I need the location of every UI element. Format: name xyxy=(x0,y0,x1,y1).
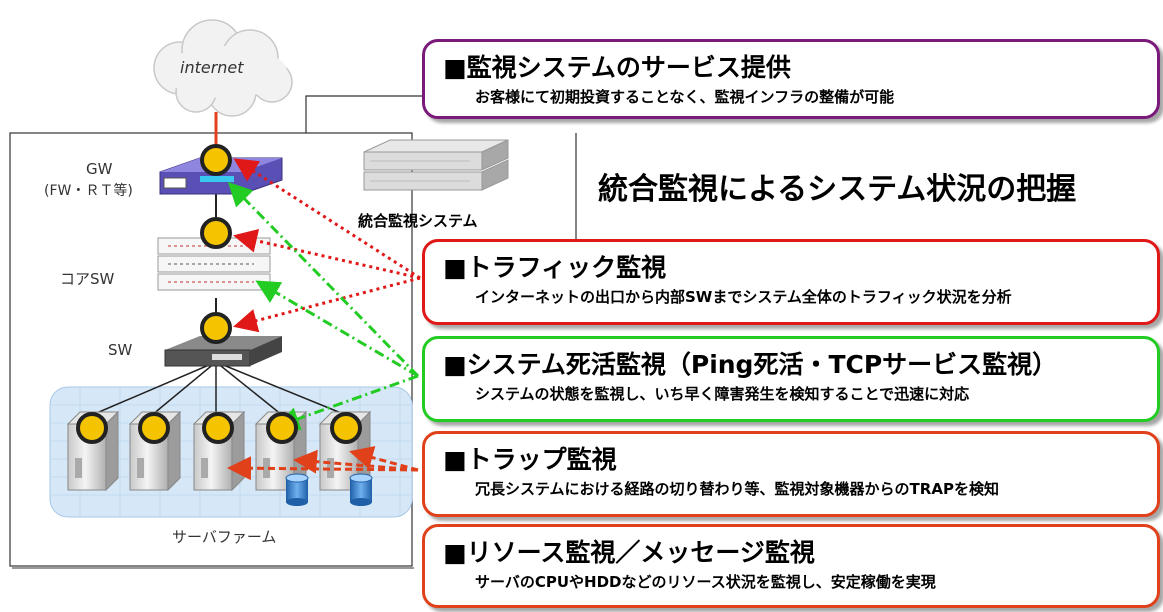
panel-title: ■リソース監視／メッセージ監視 xyxy=(443,538,815,567)
server-farm-label: サーバファーム xyxy=(172,528,277,546)
sw-device xyxy=(164,336,282,367)
core-sw-label: コアSW xyxy=(60,270,115,288)
internet-label: internet xyxy=(180,58,244,77)
traffic-arrows xyxy=(233,158,421,333)
sw-label: SW xyxy=(108,341,133,359)
monitor-point-icon xyxy=(76,144,362,444)
panel-service: ■監視システムのサービス提供 お客様にて初期投資することなく、監視インフラの整備… xyxy=(422,39,1160,119)
panel-trap: ■トラップ監視 冗長システムにおける経路の切り替わり等、監視対象機器からのTRA… xyxy=(422,431,1160,517)
panel-title: ■トラフィック監視 xyxy=(443,253,667,282)
server-links xyxy=(91,361,347,416)
headline: 統合監視によるシステム状況の把握 xyxy=(598,172,1077,207)
trap-arrows xyxy=(227,445,419,481)
panel-desc: インターネットの出口から内部SWまでシステム全体のトラフィック状況を分析 xyxy=(475,288,1012,306)
alive-arrows xyxy=(227,181,420,431)
database-icon xyxy=(349,473,373,506)
panel-title: ■監視システムのサービス提供 xyxy=(443,53,791,82)
panel-alive: ■システム死活監視（Ping死活・TCPサービス監視） システムの状態を監視し、… xyxy=(422,336,1160,422)
gw-label: GW xyxy=(86,160,113,178)
monitor-server xyxy=(363,139,509,191)
panel-desc: システムの状態を監視し、いち早く障害発生を検知することで迅速に対応 xyxy=(475,385,970,403)
monitor-frame xyxy=(305,95,422,133)
panel-desc: お客様にて初期投資することなく、監視インフラの整備が可能 xyxy=(475,88,895,106)
panel-desc: 冗長システムにおける経路の切り替わり等、監視対象機器からのTRAPを検知 xyxy=(475,480,999,498)
panel-resource: ■リソース監視／メッセージ監視 サーバのCPUやHDDなどのリソース状況を監視し… xyxy=(422,524,1160,608)
panel-traffic: ■トラフィック監視 インターネットの出口から内部SWまでシステム全体のトラフィッ… xyxy=(422,239,1160,325)
panel-title: ■システム死活監視（Ping死活・TCPサービス監視） xyxy=(443,350,1058,379)
panel-title: ■トラップ監視 xyxy=(443,445,617,474)
panel-desc: サーバのCPUやHDDなどのリソース状況を監視し、安定稼働を実現 xyxy=(475,573,936,591)
database-icon xyxy=(285,473,309,506)
monitor-system-label: 統合監視システム xyxy=(358,212,478,230)
gw-sub-label: (FW・ＲＴ等) xyxy=(44,183,133,199)
